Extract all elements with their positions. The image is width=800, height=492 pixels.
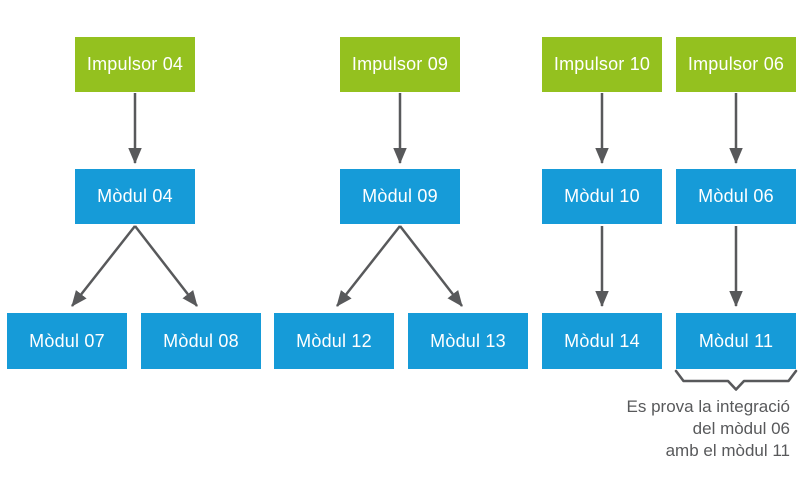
impulsor-04-box: Impulsor 04 xyxy=(75,37,195,92)
annotation-line-3: amb el mòdul 11 xyxy=(665,441,790,460)
arrow-modul04-modul08 xyxy=(134,225,198,307)
impulsor-06-box: Impulsor 06 xyxy=(676,37,796,92)
modul-14-box: Mòdul 14 xyxy=(542,313,662,369)
modul-10-box: Mòdul 10 xyxy=(542,169,662,224)
modul-06-box: Mòdul 06 xyxy=(676,169,796,224)
modul-13-box: Mòdul 13 xyxy=(408,313,528,369)
modul-04-box: Mòdul 04 xyxy=(75,169,195,224)
arrow-modul09-modul12 xyxy=(336,225,401,307)
annotation-line-2: del mòdul 06 xyxy=(692,419,790,438)
modul-08-box: Mòdul 08 xyxy=(141,313,261,369)
modul-12-box: Mòdul 12 xyxy=(274,313,394,369)
integration-brace xyxy=(674,369,798,391)
impulsor-09-box: Impulsor 09 xyxy=(340,37,460,92)
modul-11-box: Mòdul 11 xyxy=(676,313,796,369)
modul-09-box: Mòdul 09 xyxy=(340,169,460,224)
arrow-modul04-modul07 xyxy=(71,225,136,307)
modul-07-box: Mòdul 07 xyxy=(7,313,127,369)
impulsor-10-box: Impulsor 10 xyxy=(542,37,662,92)
annotation-line-1: Es prova la integració xyxy=(626,397,790,416)
integration-annotation: Es prova la integració del mòdul 06 amb … xyxy=(530,396,790,462)
arrow-modul09-modul13 xyxy=(399,225,463,307)
